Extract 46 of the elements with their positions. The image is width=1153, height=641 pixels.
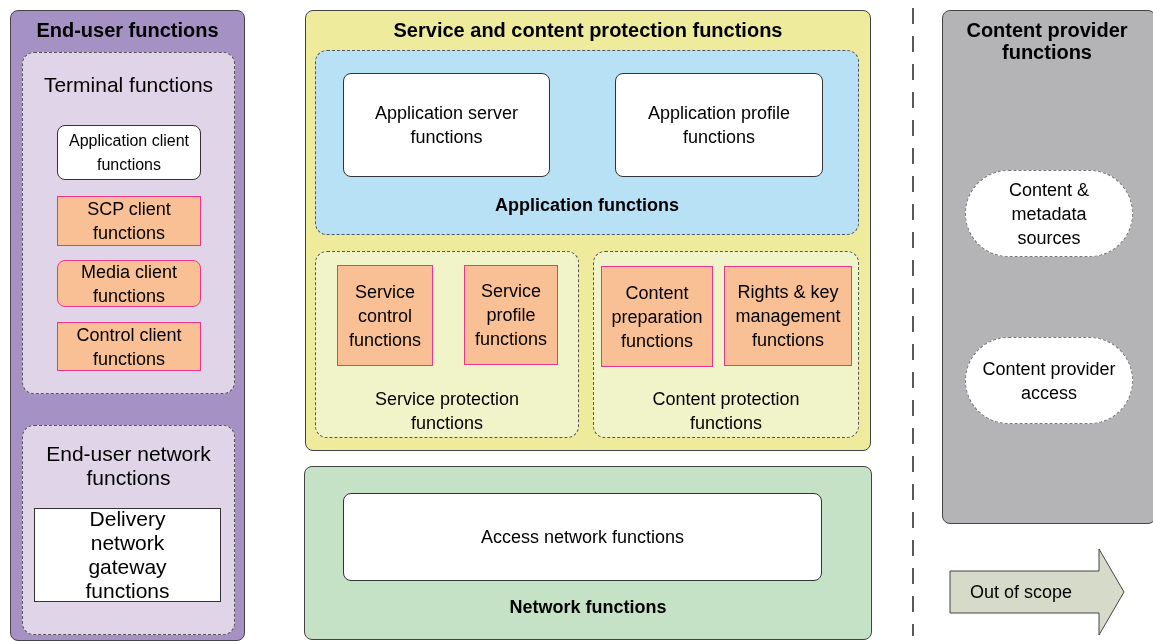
group-panel bbox=[304, 466, 872, 640]
panel-title: Content provider functions bbox=[965, 18, 1129, 63]
box-label: Application server functions bbox=[373, 102, 520, 149]
function-box bbox=[34, 508, 221, 602]
box-label: SCP client functions bbox=[86, 198, 172, 245]
group-panel bbox=[315, 251, 579, 438]
function-box bbox=[57, 260, 201, 307]
box-label: Media client functions bbox=[79, 260, 178, 308]
panel-title: End-user network functions bbox=[45, 441, 212, 490]
function-box bbox=[724, 266, 852, 366]
function-box bbox=[343, 493, 822, 581]
box-label: Access network functions bbox=[480, 525, 685, 549]
box-label: Control client functions bbox=[75, 323, 183, 371]
box-label: Rights & key management functions bbox=[734, 281, 842, 352]
panel-title: Application functions bbox=[494, 194, 680, 217]
oval-label: Content & metadata sources bbox=[1007, 178, 1091, 250]
function-box bbox=[343, 73, 550, 177]
function-box bbox=[57, 196, 201, 246]
group-panel bbox=[305, 10, 871, 451]
panel-title: End-user functions bbox=[35, 18, 220, 43]
panel-title: Service and content protection functions bbox=[392, 18, 784, 43]
group-panel bbox=[315, 50, 859, 235]
group-panel bbox=[593, 251, 859, 438]
group-panel bbox=[22, 52, 235, 394]
group-panel bbox=[10, 10, 245, 641]
block-arrow bbox=[949, 548, 1125, 636]
panel-title: Service protection functions bbox=[373, 388, 521, 435]
group-panel bbox=[942, 10, 1153, 524]
box-label: Delivery network gateway functions bbox=[84, 507, 171, 603]
function-box bbox=[57, 125, 201, 180]
function-box bbox=[464, 265, 558, 365]
function-box bbox=[615, 73, 823, 177]
group-panel bbox=[22, 425, 235, 635]
box-label: Content preparation functions bbox=[610, 281, 704, 353]
box-label: Application profile functions bbox=[646, 102, 792, 149]
box-label: Service profile functions bbox=[473, 280, 548, 351]
panel-title: Terminal functions bbox=[42, 72, 215, 98]
function-box bbox=[601, 266, 713, 367]
oval-label: Content provider access bbox=[981, 357, 1117, 405]
arrow-label: Out of scope bbox=[969, 580, 1074, 604]
panel-title: Content protection functions bbox=[651, 388, 801, 435]
function-box bbox=[337, 265, 433, 366]
box-label: Service control functions bbox=[347, 280, 422, 352]
box-label: Application client functions bbox=[67, 130, 191, 175]
function-box bbox=[57, 322, 201, 371]
panel-title: Network functions bbox=[508, 596, 668, 619]
